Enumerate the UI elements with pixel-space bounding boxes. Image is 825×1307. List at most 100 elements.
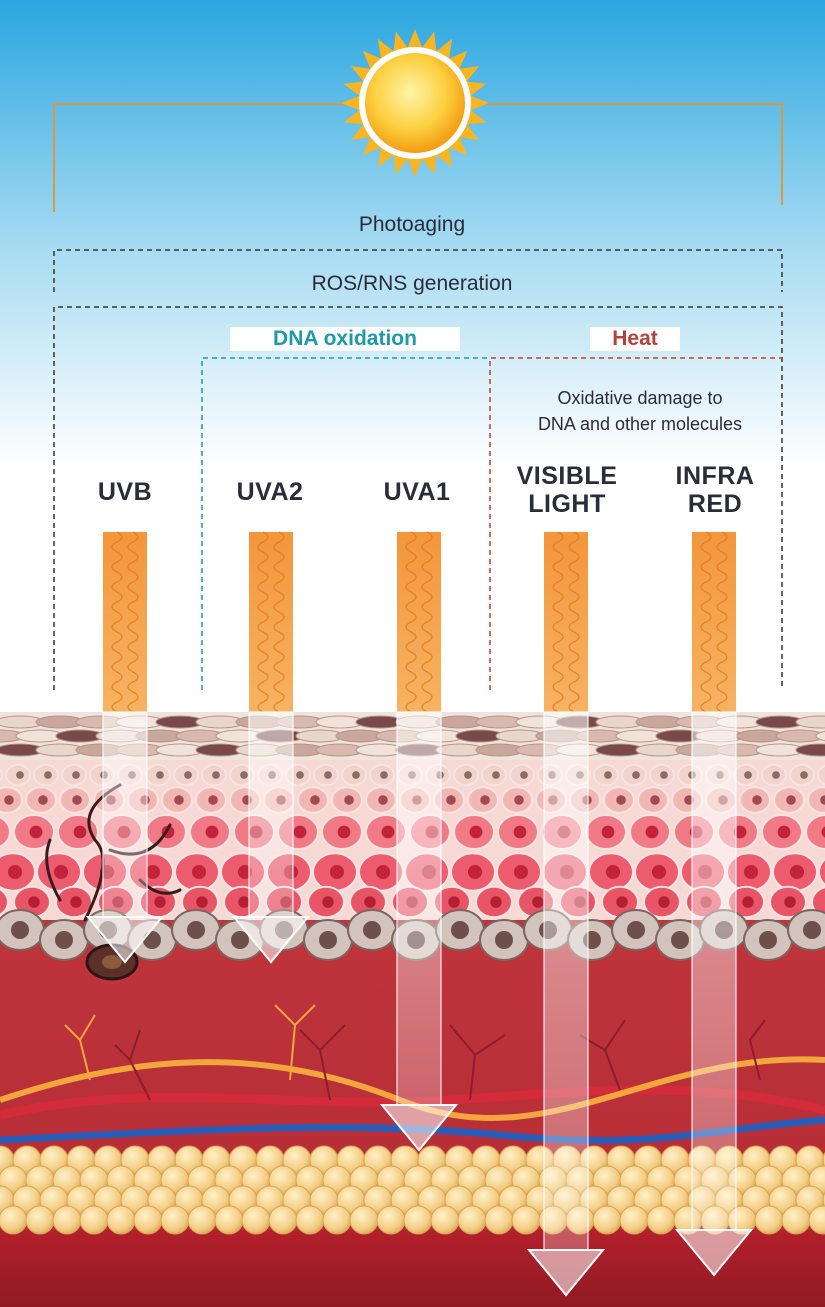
cell-nucleus	[469, 825, 483, 839]
ray-wave-uva2	[257, 531, 285, 713]
fat-cell	[376, 1205, 406, 1235]
cell-nucleus	[205, 825, 219, 839]
cell-nucleus	[381, 825, 395, 839]
photoaging-bracket	[53, 103, 783, 212]
ray-uva2	[231, 531, 311, 964]
capillary	[449, 1024, 506, 1101]
fat-cell	[457, 1205, 487, 1235]
ray-shaft-visible	[543, 711, 589, 1251]
cell-nucleus	[310, 795, 320, 805]
cell-nucleus	[72, 795, 82, 805]
oxidative-damage-line2: DNA and other molecules	[537, 414, 743, 434]
ray-label-visible: VISIBLE LIGHT	[497, 462, 637, 518]
cell-nucleus	[156, 771, 164, 779]
fat-cell	[511, 1205, 541, 1235]
cell-nucleus	[651, 864, 667, 880]
fat-cell	[0, 1205, 28, 1235]
cell-nucleus	[480, 795, 490, 805]
cell-nucleus	[352, 771, 360, 779]
cell-nucleus	[145, 864, 161, 880]
cell-nucleus	[514, 795, 524, 805]
cell-nucleus	[154, 896, 166, 908]
heat-bracket	[489, 357, 782, 690]
fat-cell	[403, 1205, 433, 1235]
cell-nucleus	[616, 795, 626, 805]
cell-nucleus	[446, 795, 456, 805]
ray-arrowhead-uva1	[379, 1104, 459, 1152]
cell-nucleus	[513, 825, 527, 839]
corneum-scale	[815, 730, 825, 742]
ray-shaft-uvb	[102, 711, 148, 918]
epidermis-cell	[818, 857, 825, 887]
basal-nucleus	[55, 931, 73, 949]
fat-cell	[187, 1205, 217, 1235]
cell-nucleus	[296, 771, 304, 779]
cell-nucleus	[645, 825, 659, 839]
cell-nucleus	[53, 864, 69, 880]
ray-band-uva1	[397, 532, 441, 712]
fat-cell	[349, 1205, 379, 1235]
ray-arrowhead-visible	[526, 1249, 606, 1297]
fat-cell	[25, 1205, 55, 1235]
fat-cell	[322, 1205, 352, 1235]
ray-arrowhead-uvb	[85, 916, 165, 964]
ray-label-uvb-line1: UVB	[97, 478, 153, 506]
ray-label-infra: INFRA RED	[645, 462, 785, 518]
fat-cell	[646, 1205, 676, 1235]
cell-nucleus	[632, 771, 640, 779]
basal-nucleus	[231, 931, 249, 949]
basal-nucleus	[627, 921, 645, 939]
fat-cell	[133, 1205, 163, 1235]
ray-wave-infra	[700, 531, 728, 713]
basal-nucleus	[759, 931, 777, 949]
cell-nucleus	[660, 771, 668, 779]
cell-nucleus	[174, 795, 184, 805]
ros-bracket	[53, 249, 783, 292]
capillary	[299, 1024, 346, 1101]
fat-cell	[295, 1205, 325, 1235]
dna-oxidation-label: DNA oxidation	[230, 327, 460, 351]
cell-nucleus	[821, 826, 825, 838]
sun-icon	[341, 29, 489, 177]
cell-nucleus	[16, 771, 24, 779]
epidermis-cell	[0, 888, 9, 916]
cell-nucleus	[733, 825, 747, 839]
cell-nucleus	[513, 864, 529, 880]
all-rays-bracket	[53, 306, 783, 690]
cell-nucleus	[742, 896, 754, 908]
cell-nucleus	[448, 896, 460, 908]
cell-nucleus	[467, 864, 483, 880]
cell-nucleus	[777, 825, 791, 839]
epidermis-cell	[805, 814, 825, 850]
fat-cell	[52, 1205, 82, 1235]
cell-nucleus	[364, 896, 376, 908]
cell-nucleus	[605, 864, 621, 880]
epidermis-cell	[0, 767, 3, 783]
ray-shaft-uva2	[248, 711, 294, 918]
cell-nucleus	[601, 825, 615, 839]
cell-nucleus	[29, 825, 43, 839]
cell-nucleus	[322, 896, 334, 908]
ray-band-uvb	[103, 532, 147, 712]
ray-label-infra-line2: RED	[687, 490, 743, 518]
cell-nucleus	[238, 896, 250, 908]
fat-cell	[619, 1205, 649, 1235]
basal-nucleus	[451, 921, 469, 939]
corneum-scale	[795, 743, 825, 757]
cell-nucleus	[492, 771, 500, 779]
cell-nucleus	[604, 771, 612, 779]
ray-label-uva1: UVA1	[352, 478, 482, 506]
capillary	[114, 1029, 151, 1101]
ray-infra	[674, 531, 754, 1277]
cell-nucleus	[520, 771, 528, 779]
ray-label-uva1-line1: UVA1	[383, 478, 451, 506]
epidermis-cell	[0, 816, 11, 848]
capillary	[748, 1019, 766, 1081]
cell-nucleus	[786, 795, 796, 805]
fat-cell	[160, 1205, 190, 1235]
cell-nucleus	[184, 771, 192, 779]
cell-nucleus	[532, 896, 544, 908]
cell-nucleus	[191, 864, 207, 880]
